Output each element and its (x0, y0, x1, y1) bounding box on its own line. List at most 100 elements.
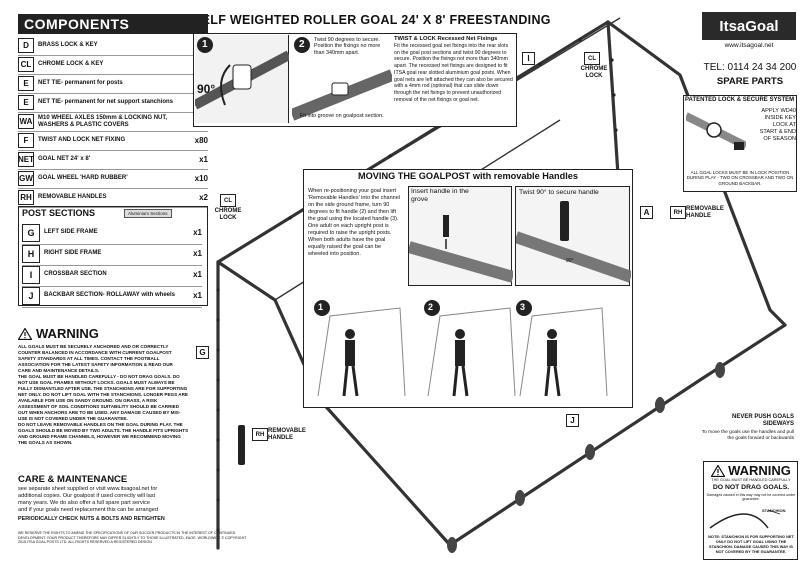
removable-handle-icon (238, 425, 245, 465)
component-qty: x80 (194, 136, 208, 145)
aluminium-badge: Aluminium Sections (124, 209, 172, 218)
warning-line: NET ONLY. DO NOT LIFT GOAL WITH THE STAN… (18, 392, 188, 397)
post-label: CROSSBAR SECTION (44, 271, 107, 277)
moving-step-number: 1 (318, 302, 324, 312)
brand-phone: TEL: 0114 24 34 200 (703, 62, 797, 73)
stanchion-note: NOTE: STANCHION IS FOR SUPPORTING NET ON… (708, 534, 794, 554)
twist-handle-label: Twist 90° to secure handle (519, 189, 599, 196)
care-check: PERIODICALLY CHECK NUTS & BOLTS AND RETI… (18, 516, 165, 522)
moving-heading: MOVING THE GOALPOST with removable Handl… (357, 171, 579, 181)
component-label: GOAL WHEEL 'HARD RUBBER' (38, 175, 128, 181)
brand-logo: ItsaGoal (702, 12, 796, 40)
component-code: D (18, 38, 34, 53)
component-code: NET (18, 152, 34, 167)
post-code: G (22, 223, 40, 242)
patented-line: LOCK AT (772, 122, 796, 128)
twist-handle-drawing (514, 201, 633, 283)
twist-step2-text: Twist 90 degrees to secure. Position the… (314, 37, 381, 56)
twist-lock-heading: TWIST & LOCK Recessed Net Fixings (394, 36, 498, 42)
moving-step-panel: 1 (310, 296, 414, 404)
warning-line: USE IS NOT COVERED UNDER THE GUARANTEE. (18, 416, 128, 421)
drag-warning-heading: WARNING (728, 463, 791, 478)
post-sections-heading: POST SECTIONS (22, 208, 96, 218)
chrome-lock-label-left: CHROME LOCK (214, 208, 242, 221)
warning-body: ALL GOALS MUST BE SECURELY ANCHORED AND … (18, 344, 190, 446)
post-label: LEFT SIDE FRAME (44, 229, 98, 235)
moving-text: When re-positioning your goal insert 'Re… (308, 188, 400, 257)
post-section-row: J BACKBAR SECTION- ROLLAWAY with wheels x1 (22, 284, 202, 308)
post-code: J (22, 286, 40, 305)
person-lifting-goal-drawing (424, 300, 516, 397)
stanchion-drawing (709, 509, 781, 529)
component-code: RH (18, 190, 34, 205)
warning-line: ALL GOALS MUST BE SECURELY ANCHORED AND … (18, 344, 169, 349)
drag-warning-big: DO NOT DRAG GOALS. (712, 484, 790, 491)
twist-step1-panel (192, 35, 292, 123)
component-label: M10 WHEEL AXLES 150mm & LOCKING NUT, WAS… (38, 114, 168, 128)
removable-handle-label-right: REMOVABLE HANDLE (686, 206, 724, 219)
care-body: see separate sheet supplied or visit www… (18, 486, 208, 514)
warning-section: WARNING (18, 326, 99, 341)
moving-step-number: 3 (520, 302, 526, 312)
post-qty: x1 (193, 228, 202, 237)
component-label: NET TIE- permanent for posts (38, 80, 123, 86)
patented-line: OF SEASON (763, 136, 796, 142)
warning-line: THE GOAL MUST BE HANDLED CAREFULLY - DO … (18, 374, 180, 379)
tag-a: A (640, 206, 653, 219)
footer-line: 2015 ITSA GOAL POSTS LTD. ALL RIGHTS RES… (18, 540, 152, 545)
insert-handle-drawing (407, 215, 515, 283)
tag-i-crossbar: I (522, 52, 535, 65)
backbar (448, 323, 787, 547)
component-code: E (18, 95, 34, 110)
twist-angle: 90° (197, 82, 216, 96)
person-lifting-goal-drawing (314, 300, 406, 397)
warning-line: COUNTER BALANCED IN ACCORDANCE WITH CURR… (18, 350, 172, 355)
insert-handle-panel (407, 186, 515, 286)
components-heading: COMPONENTS (18, 14, 208, 34)
right-upright (606, 20, 620, 177)
warning-heading: WARNING (36, 326, 99, 341)
care-line: see separate sheet supplied or visit www… (18, 486, 158, 492)
care-line: additional copies. Our goalpost if used … (18, 493, 156, 499)
post-qty: x1 (193, 291, 202, 300)
twist-handle-panel (514, 186, 633, 286)
component-code: WA (18, 114, 34, 129)
component-label: GOAL NET 24' x 8' (38, 156, 91, 162)
drag-warning-sub: Damaged caused in this way may not be co… (706, 493, 796, 501)
spare-parts-label: SPARE PARTS (716, 76, 784, 87)
twist-lock-body: Fit the recessed goal net fixings into t… (394, 43, 513, 103)
component-qty: x2 (199, 193, 208, 202)
drag-warning-small: THE GOAL MUST BE HANDLED CAREFULLY (711, 478, 791, 482)
patented-line: INSIDE KEY (764, 115, 796, 121)
stanchion-label: STANCHION (762, 508, 786, 513)
post-label: BACKBAR SECTION- ROLLAWAY with wheels (44, 292, 176, 298)
twist-fixing-icon (192, 37, 292, 110)
lock-key-icon (686, 112, 746, 150)
tag-j-backbar: J (566, 414, 579, 427)
warning-line: AND GROUND FRAME CHANNELS, HOWEVER WE RE… (18, 434, 181, 439)
warning-line: SAFETY STANDARDS AT ALL TIMES. CONTACT T… (18, 356, 160, 361)
moving-step-number: 2 (428, 302, 434, 312)
component-code: CL (18, 57, 34, 72)
component-code: E (18, 76, 34, 91)
brand-website: www.itsagoal.net (724, 42, 774, 49)
patented-line: APPLY WD40 (761, 108, 796, 114)
chrome-lock-label-top: CHROME LOCK (580, 66, 608, 79)
component-code: GW (18, 171, 34, 186)
warning-line: ASSESSMENT OF SOIL CONDITIONS SUITABILIT… (18, 404, 180, 409)
post-sections-box (18, 206, 208, 306)
component-label: BRASS LOCK & KEY (38, 42, 98, 48)
never-push-text: To move the goals use the handles and pu… (701, 430, 794, 441)
post-code: H (22, 244, 40, 263)
component-code: F (18, 133, 34, 148)
person-lifting-goal-drawing (516, 300, 608, 397)
copyright-footer: WE RESERVE THE RIGHTS TO AMEND THE SPECI… (18, 531, 308, 545)
footer-line: DEVELOPMENT. YOUR PRODUCT THEREFORE MAY … (18, 535, 247, 540)
warning-line: CARE AND MAINTENANCE DETAILS. (18, 368, 100, 373)
warning-line: FULLY DISMANTLED AFTER USE. THE STANCHIO… (18, 386, 188, 391)
